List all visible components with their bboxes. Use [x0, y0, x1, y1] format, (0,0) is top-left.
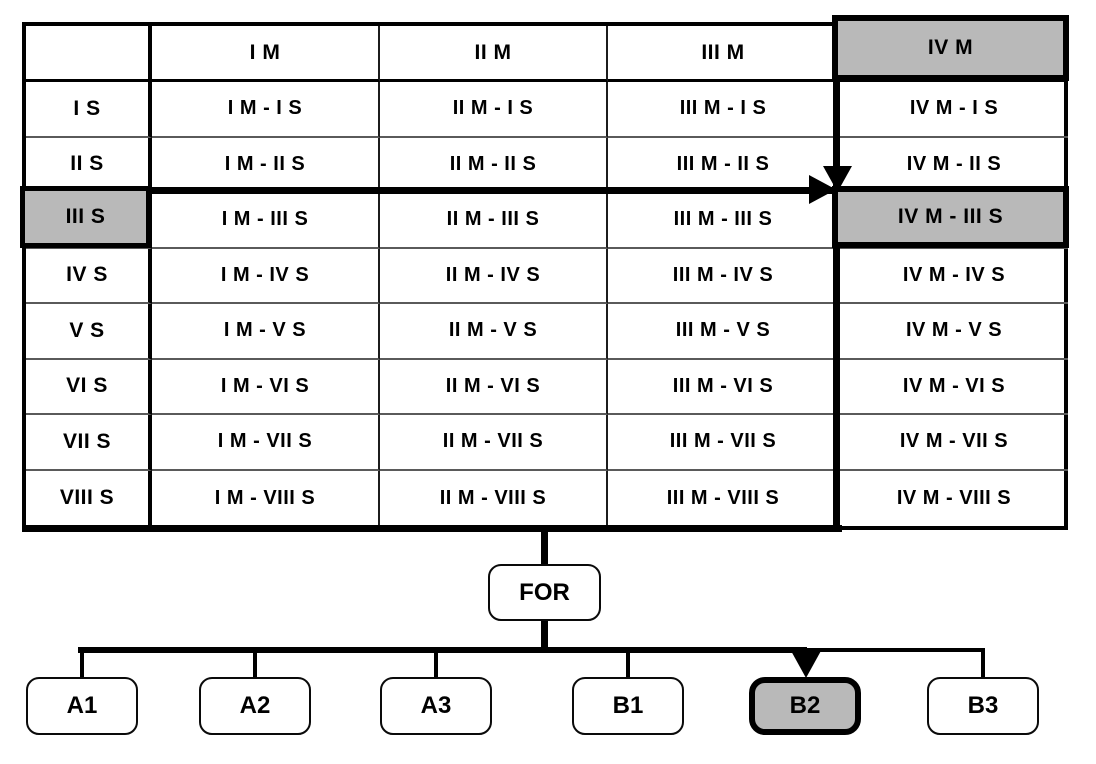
corner-cell	[26, 26, 152, 82]
leaf-box-b3: B3	[927, 677, 1039, 735]
matrix-cell: IV M - VI S	[840, 360, 1068, 415]
connector-drop-b3	[981, 650, 985, 679]
leaf-box-b2: B2	[749, 677, 861, 735]
matrix-cell: I M - VIII S	[152, 470, 380, 526]
col-header-cell: I M	[152, 26, 380, 82]
matrix-cell: IV M - IV S	[840, 249, 1068, 304]
matrix-cell: II M - V S	[380, 304, 608, 360]
row-header-cell: V S	[26, 304, 152, 360]
row-header-cell: IV S	[26, 248, 152, 304]
matrix-cell: I M - I S	[152, 82, 380, 138]
leaf-box-b1: B1	[572, 677, 684, 735]
matrix-cell: II M - I S	[380, 82, 608, 138]
matrix-cell: I M - VII S	[152, 415, 380, 471]
matrix-cell: I M - III S	[152, 193, 380, 249]
highlighted-row-header-iiis: III S	[20, 186, 151, 248]
row-header-cell: VII S	[26, 415, 152, 471]
path-line-table-bottom	[22, 525, 842, 532]
highlighted-intersection-cell: IV M - III S	[832, 186, 1069, 248]
leaf-box-a1: A1	[26, 677, 138, 735]
matrix-cell: II M - IV S	[380, 248, 608, 304]
connector-bus-right	[806, 648, 985, 652]
for-box: FOR	[488, 564, 601, 621]
col-header-cell: II M	[380, 26, 608, 82]
leaf-box-a2: A2	[199, 677, 311, 735]
connector-drop-a2	[253, 650, 257, 679]
row-header-cell: VIII S	[26, 470, 152, 526]
connector-drop-b1	[626, 650, 630, 679]
connector-for-to-bus	[541, 619, 548, 650]
matrix-cell: II M - VII S	[380, 415, 608, 471]
row-header-cell: VI S	[26, 359, 152, 415]
matrix-cell: II M - VIII S	[380, 470, 608, 526]
path-line-horizontal-iiis-row	[22, 187, 836, 194]
matrix-cell: I M - V S	[152, 304, 380, 360]
matrix-cell: IV M - VII S	[840, 415, 1068, 471]
matrix-cell: I M - VI S	[152, 359, 380, 415]
matrix-cell: II M - III S	[380, 193, 608, 249]
row-header-cell: I S	[26, 82, 152, 138]
matrix-cell: IV M - V S	[840, 304, 1068, 360]
matrix-cell: IV M - VIII S	[896, 486, 1012, 509]
connector-drop-a1	[80, 650, 84, 679]
connector-bus-left	[78, 647, 807, 653]
path-line-vertical-ivm-column	[833, 22, 840, 532]
leaf-box-a3: A3	[380, 677, 492, 735]
connector-table-to-for	[541, 530, 548, 566]
matrix-cell: II M - VI S	[380, 359, 608, 415]
matrix-cell: IV M - I S	[840, 82, 1068, 138]
matrix-cell: I M - IV S	[152, 248, 380, 304]
highlighted-col-header-ivm: IV M	[832, 15, 1069, 81]
connector-drop-a3	[434, 650, 438, 679]
